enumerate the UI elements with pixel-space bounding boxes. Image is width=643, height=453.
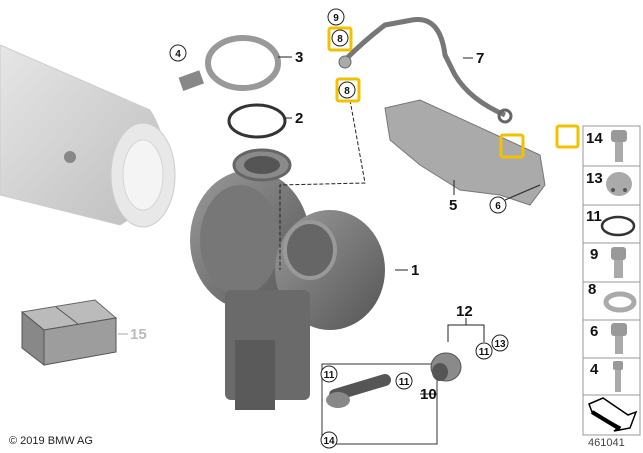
callout-14: 14 <box>323 436 335 447</box>
callout-15: 15 <box>130 326 147 343</box>
legend-number-13: 13 <box>586 170 603 187</box>
legend-number-4: 4 <box>590 361 599 378</box>
kit-box <box>20 299 118 367</box>
washer-icon <box>603 291 637 313</box>
o-ring-icon <box>600 215 636 237</box>
callout-4: 4 <box>175 49 181 60</box>
callout-11-a: 11 <box>479 347 490 358</box>
callout-6: 6 <box>495 201 501 212</box>
v-band-clamp <box>178 35 281 91</box>
highlight-box-8-upper[interactable] <box>327 26 353 52</box>
callout-2: 2 <box>295 110 303 127</box>
oil-return-pipe <box>321 352 462 445</box>
callout-10: 10 <box>420 386 437 403</box>
gasket-ring <box>227 103 287 139</box>
banjo-bolt-icon <box>611 247 626 278</box>
callout-11-c: 11 <box>324 370 335 381</box>
callout-circles <box>169 8 509 449</box>
legend-number-11: 11 <box>586 208 602 225</box>
callout-9: 9 <box>333 13 339 24</box>
highlight-box-8-lower[interactable] <box>335 77 361 103</box>
legend-number-14: 14 <box>586 130 603 147</box>
legend-number-9: 9 <box>590 246 598 263</box>
highlight-box-empty-shield[interactable] <box>499 133 525 159</box>
oil-line-eye-fitting <box>497 108 513 124</box>
callout-13: 13 <box>494 339 506 350</box>
callout-3: 3 <box>295 49 303 66</box>
callout-1: 1 <box>411 262 419 279</box>
callout-8-upper[interactable]: 8 <box>337 34 343 45</box>
legend-number-6: 6 <box>590 323 598 340</box>
oil-line <box>343 16 506 118</box>
callout-8-lower[interactable]: 8 <box>344 86 350 97</box>
turbocharger <box>190 148 385 410</box>
leader-lines <box>118 56 541 395</box>
arrow-icon <box>588 397 638 432</box>
callout-7: 7 <box>476 50 484 67</box>
banjo-cap-icon <box>606 172 632 196</box>
parts-legend: 14 13 11 9 8 6 4 <box>582 125 641 436</box>
flange-bolt-icon <box>611 323 627 354</box>
legend-number-8: 8 <box>588 281 596 298</box>
oil-line-banjo-fitting <box>338 55 352 69</box>
copyright-text: © 2019 BMW AG <box>9 435 93 447</box>
callout-12: 12 <box>456 303 473 320</box>
diagram-id: 461041 <box>588 437 625 449</box>
catalytic-converter <box>0 44 176 228</box>
highlight-box-empty-legend[interactable] <box>555 124 580 149</box>
callout-11-b: 11 <box>399 377 410 388</box>
screw-icon <box>613 361 623 392</box>
hex-bolt-icon <box>611 130 627 162</box>
callout-5: 5 <box>449 197 457 214</box>
heat-shield <box>384 99 546 206</box>
